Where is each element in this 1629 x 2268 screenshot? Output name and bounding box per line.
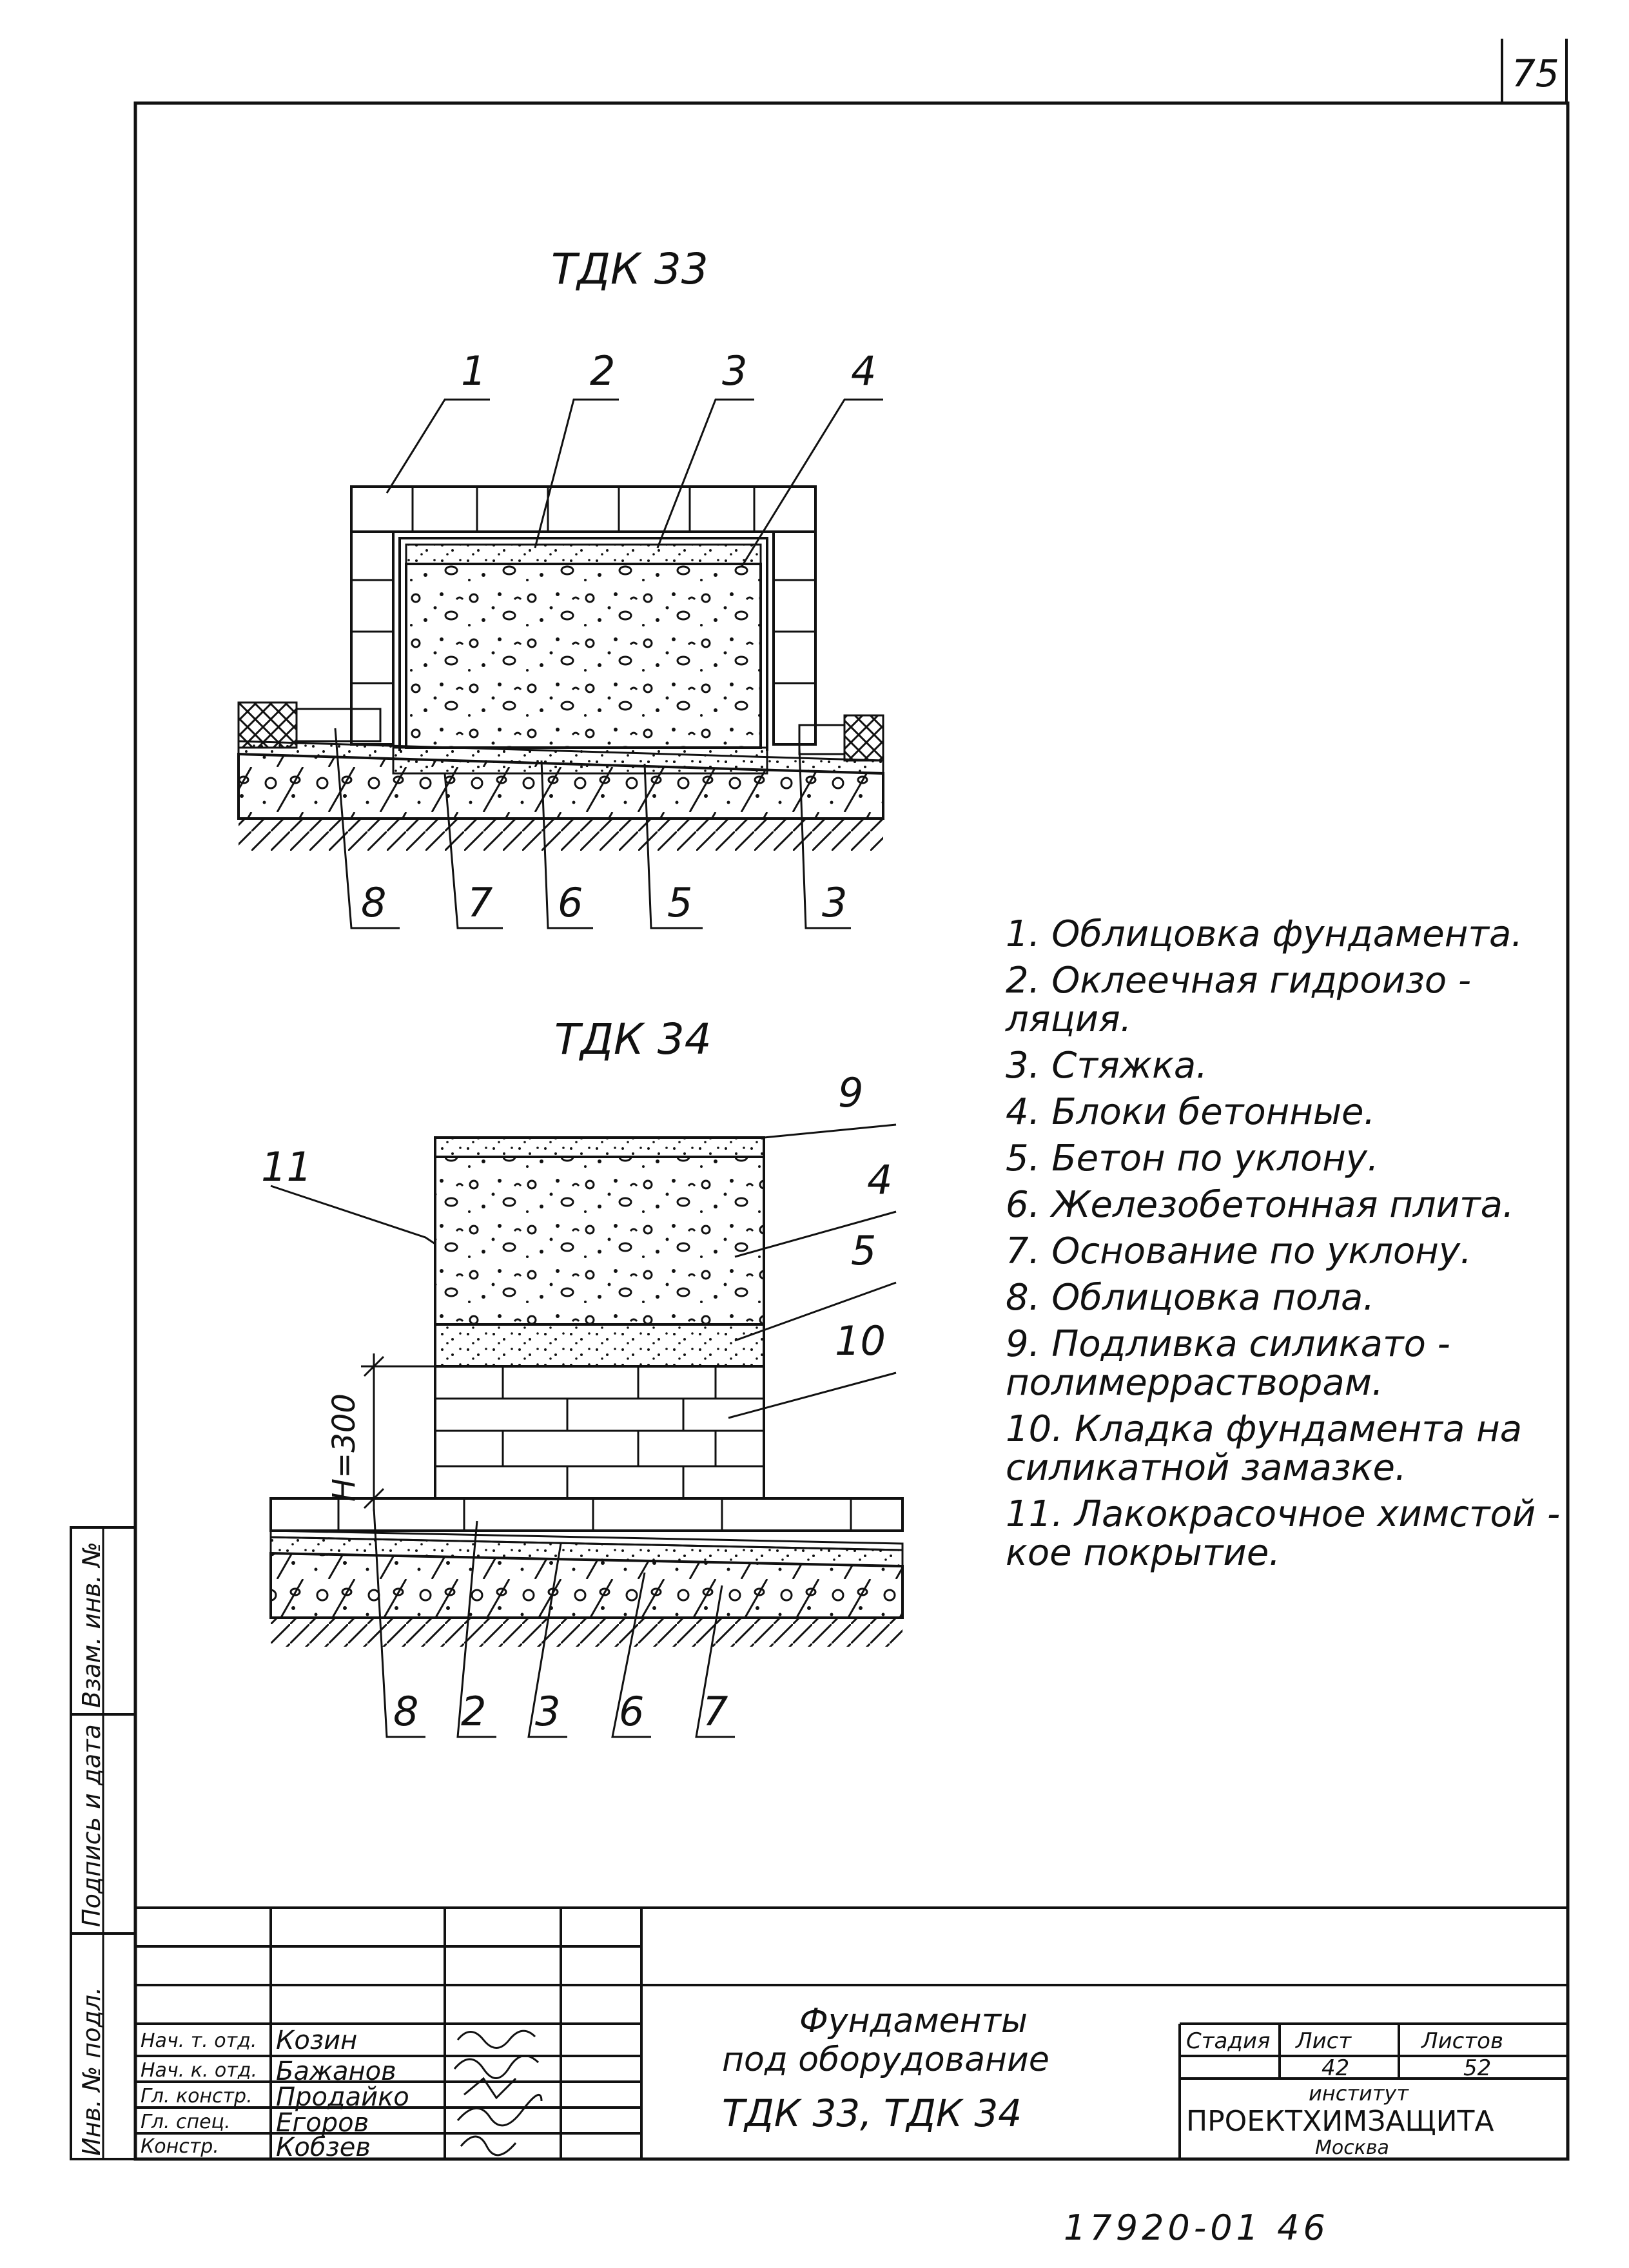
tb-name: Егоров <box>276 2108 369 2138</box>
callout-number: 7 <box>703 1688 728 1735</box>
callout-number: 5 <box>851 1227 877 1274</box>
callout-number: 6 <box>558 879 583 926</box>
callout-number: 6 <box>619 1688 645 1735</box>
tb-name: Козин <box>276 2026 358 2055</box>
sheet-number: 42 <box>1322 2055 1350 2081</box>
callout-number: 1 <box>461 347 487 394</box>
side-stamp-inv-no: Инв. № подл. <box>77 1986 106 2156</box>
legend-item: 1. Облицовка фундамента. <box>1006 913 1523 955</box>
callout-number: 3 <box>822 879 848 926</box>
tb-name: Кобзев <box>276 2133 371 2162</box>
legend-item: 8. Облицовка пола. <box>1006 1277 1375 1319</box>
institute-city: Москва <box>1315 2137 1389 2159</box>
drawing-title-tdk33: ТДК 33 <box>551 244 708 294</box>
callout-number: 3 <box>535 1688 561 1735</box>
legend-item: 5. Бетон по уклону. <box>1006 1138 1379 1179</box>
callout-number: 9 <box>838 1069 864 1116</box>
side-stamp-signature-date: Подпись и дата <box>77 1724 106 1927</box>
drawing-title-tdk34: ТДК 34 <box>554 1014 712 1064</box>
tb-role: Нач. т. отд. <box>141 2030 257 2052</box>
callout-number: 11 <box>261 1143 312 1190</box>
stage-label: Стадия <box>1186 2028 1271 2054</box>
tb-role: Гл. констр. <box>141 2085 253 2108</box>
callout-number: 8 <box>361 879 387 926</box>
tb-name: Продайко <box>276 2082 409 2112</box>
callout-number: 2 <box>461 1688 487 1735</box>
legend-item: 2. Оклеечная гидроизо - ляция. <box>1006 960 1472 1040</box>
document-title-line: ТДК 33, ТДК 34 <box>722 2091 1022 2135</box>
callout-number: 4 <box>867 1156 893 1203</box>
callout-number: 5 <box>667 879 693 926</box>
legend-item: 10. Кладка фундамента на силикатной зама… <box>1006 1408 1523 1489</box>
footer-code: 17920-01 46 <box>1064 2207 1329 2248</box>
tb-role: Нач. к. отд. <box>141 2059 258 2082</box>
sheets-count: 52 <box>1463 2055 1492 2081</box>
page-number: 75 <box>1512 52 1559 95</box>
legend-item: 3. Стяжка. <box>1006 1045 1208 1087</box>
side-stamp-replace-inv: Взам. инв. № <box>77 1541 106 1708</box>
legend-item: 6. Железобетонная плита. <box>1006 1184 1514 1226</box>
legend-item: 7. Основание по уклону. <box>1006 1230 1472 1272</box>
document-title-line: под оборудование <box>722 2040 1049 2079</box>
legend-item: 4. Блоки бетонные. <box>1006 1091 1376 1133</box>
institute-label: институт <box>1309 2081 1409 2106</box>
tb-name: Бажанов <box>276 2057 396 2086</box>
tb-role: Гл. спец. <box>141 2111 231 2133</box>
callout-number: 3 <box>722 347 748 394</box>
callout-number: 7 <box>467 879 493 926</box>
legend-item: 9. Подливка силикато - полимеррастворам. <box>1006 1323 1450 1404</box>
institute-name: ПРОЕКТХИМЗАЩИТА <box>1186 2105 1494 2138</box>
sheet-label: Лист <box>1296 2028 1352 2054</box>
callout-number: 8 <box>393 1688 419 1735</box>
sheets-label: Листов <box>1421 2028 1504 2054</box>
callout-number: 2 <box>590 347 616 394</box>
tb-role: Констр. <box>141 2135 219 2158</box>
legend-item: 11. Лакокрасочное химстой - кое покрытие… <box>1006 1493 1561 1574</box>
callout-number: 4 <box>851 347 877 394</box>
dimension-label: H=300 <box>326 1393 362 1502</box>
document-title-line: Фундаменты <box>799 2002 1028 2040</box>
legend: 1. Облицовка фундамента. 2. Оклеечная ги… <box>1006 915 1586 1580</box>
callout-number: 10 <box>835 1317 886 1364</box>
